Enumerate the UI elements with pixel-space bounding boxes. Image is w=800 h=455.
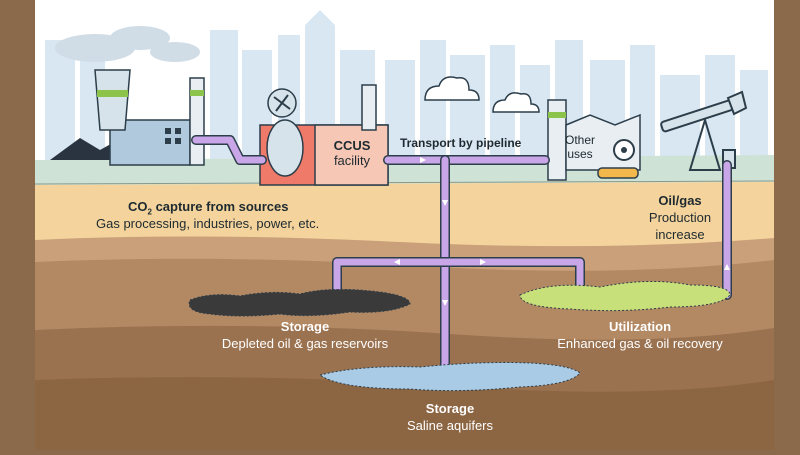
saline-aquifer-blob xyxy=(318,362,581,392)
ccus-tank xyxy=(266,119,304,177)
ccus-chimney xyxy=(361,84,377,131)
conveyor-icon xyxy=(597,167,639,179)
enhanced-recovery-reservoir-blob xyxy=(519,280,731,312)
ccus-facility-label: CCUS facility xyxy=(333,138,371,168)
storage-depleted-label: Storage Depleted oil & gas reservoirs xyxy=(221,319,389,351)
cooling-tower xyxy=(94,69,131,131)
co2-capture-title: CO2 capture from sources xyxy=(128,199,289,217)
storage-saline-label: Storage Saline aquifers xyxy=(407,401,493,433)
factory-windows xyxy=(165,128,181,144)
pipeline xyxy=(191,135,732,385)
utilization-label: Utilization Enhanced gas & oil recovery xyxy=(557,319,723,351)
co2-capture-desc: Gas processing, industries, power, etc. xyxy=(96,216,320,231)
other-uses-label: Other uses xyxy=(565,133,596,161)
transport-label: Transport by pipeline xyxy=(400,136,522,150)
earth-layer-4 xyxy=(35,377,774,450)
factory-smoke xyxy=(55,26,200,62)
depleted-reservoir-blob xyxy=(188,288,411,317)
oil-gas-label: Oil/gas Production increase xyxy=(648,193,712,242)
clouds xyxy=(424,76,540,113)
flow-arrows xyxy=(394,157,730,306)
